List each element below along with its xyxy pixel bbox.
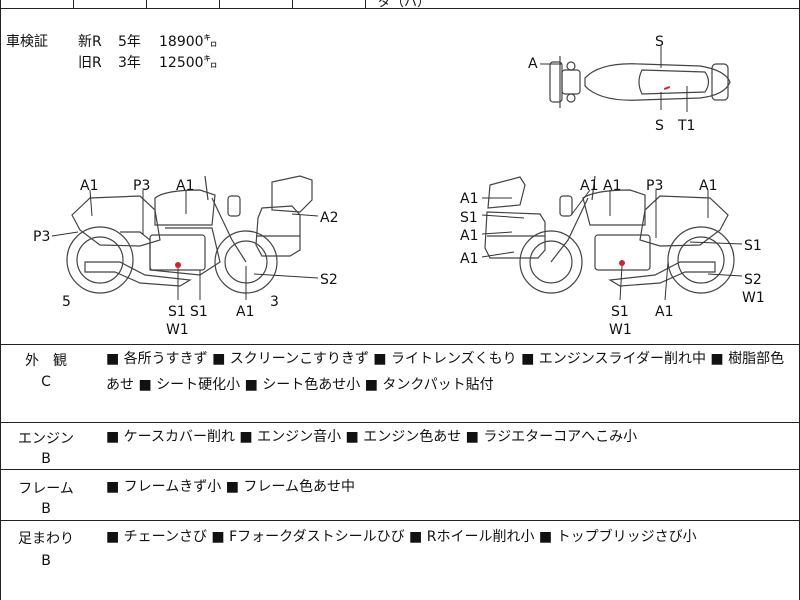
damage-mark [175, 262, 181, 268]
label-top-a: A [528, 56, 538, 72]
header-cell [73, 0, 147, 8]
label-top-t1: T1 [677, 118, 695, 134]
section-grade: B [41, 501, 51, 517]
label-right-a1-box2: A1 [460, 228, 478, 244]
header-partial-text: ダ（ハ） [378, 0, 431, 10]
top-view-drawing [549, 56, 731, 108]
label-right-a1-tank: A1 [603, 178, 621, 194]
label-left-five: 5 [62, 294, 71, 310]
label-left-s2: S2 [320, 272, 338, 288]
label-right-a1-front-top: A1 [580, 178, 598, 194]
section-suspension: 足まわり B ■ チェーンさび ■ Fフォークダストシールひび ■ Rホイール削… [0, 521, 800, 600]
label-right-w1-rear: W1 [742, 290, 765, 306]
label-right-a1-rear: A1 [699, 178, 717, 194]
header-strip: ダ（ハ） [0, 0, 800, 10]
shaken-years: 5年 [118, 34, 141, 50]
label-left-a2: A2 [320, 210, 338, 226]
label-right-w1-engine: W1 [609, 322, 632, 338]
header-cell [146, 0, 220, 8]
section-title: 足まわり [18, 531, 74, 547]
label-left-s1-a: S1 [168, 304, 186, 320]
shaken-km: 18900㌔ [159, 34, 218, 50]
section-grade: B [41, 553, 51, 569]
section-frame: フレーム B ■ フレームきず小 ■ フレーム色あせ中 [0, 470, 800, 520]
section-notes: ■ チェーンさび ■ Fフォークダストシールひび ■ Rホイール削れ小 ■ トッ… [106, 529, 697, 545]
damage-marks [175, 86, 671, 268]
header-cell [0, 0, 74, 8]
label-right-s1-rear: S1 [744, 238, 762, 254]
label-right-s2: S2 [744, 272, 762, 288]
section-grade: C [41, 374, 51, 390]
label-right-s1-engine: S1 [611, 304, 629, 320]
label-right-a1-box: A1 [460, 191, 478, 207]
label-right-a1-front: A1 [655, 304, 673, 320]
label-right-s1-box: S1 [460, 210, 478, 226]
motorcycle-damage-diagram: A S S T1 A1 P3 A1 A2 P3 S2 5 3 S1 S1 A1 … [33, 34, 765, 338]
divider [0, 344, 800, 345]
label-right-p3: P3 [646, 178, 663, 194]
divider [0, 422, 800, 423]
right-side-drawing [484, 175, 735, 294]
header-cell [292, 0, 366, 8]
leader-lines [51, 46, 743, 301]
section-title: エンジン [18, 431, 74, 447]
shaken-years: 3年 [118, 55, 141, 71]
divider [0, 520, 800, 521]
label-left-s1-b: S1 [190, 304, 208, 320]
section-grade: B [41, 451, 51, 467]
label-left-w1: W1 [166, 322, 189, 338]
shaken-label: 車検証 [6, 34, 48, 50]
section-title: 外 観 [25, 353, 67, 369]
label-left-p3-rear: P3 [33, 229, 50, 245]
label-left-a1-rear: A1 [80, 178, 98, 194]
label-right-a1-box3: A1 [460, 251, 478, 267]
header-cell [219, 0, 293, 8]
section-title: フレーム [18, 481, 74, 497]
label-left-three: 3 [270, 294, 279, 310]
section-notes: ■ フレームきず小 ■ フレーム色あせ中 [106, 479, 355, 495]
label-left-p3-top: P3 [133, 178, 150, 194]
label-left-a1-front: A1 [236, 304, 254, 320]
section-notes: ■ 各所うすきず ■ スクリーンこすりきず ■ ライトレンズくもり ■ エンジン… [106, 351, 785, 393]
divider [0, 469, 800, 470]
damage-mark [619, 260, 625, 266]
section-exterior: 外 観 C ■ 各所うすきず ■ スクリーンこすりきず ■ ライトレンズくもり … [0, 345, 800, 422]
frame-left [0, 0, 1, 600]
shaken-km: 12500㌔ [159, 55, 218, 71]
label-top-s: S [655, 34, 664, 50]
left-side-drawing [66, 175, 313, 294]
shaken-type: 旧R [78, 55, 102, 71]
section-engine: エンジン B ■ ケースカバー削れ ■ エンジン音小 ■ エンジン色あせ ■ ラ… [0, 423, 800, 469]
label-left-a1-tank: A1 [176, 178, 194, 194]
shaken-type: 新R [78, 34, 102, 50]
section-notes: ■ ケースカバー削れ ■ エンジン音小 ■ エンジン色あせ ■ ラジエターコアへ… [106, 429, 638, 445]
damage-mark [663, 86, 671, 90]
label-top-s-bottom: S [655, 118, 664, 134]
